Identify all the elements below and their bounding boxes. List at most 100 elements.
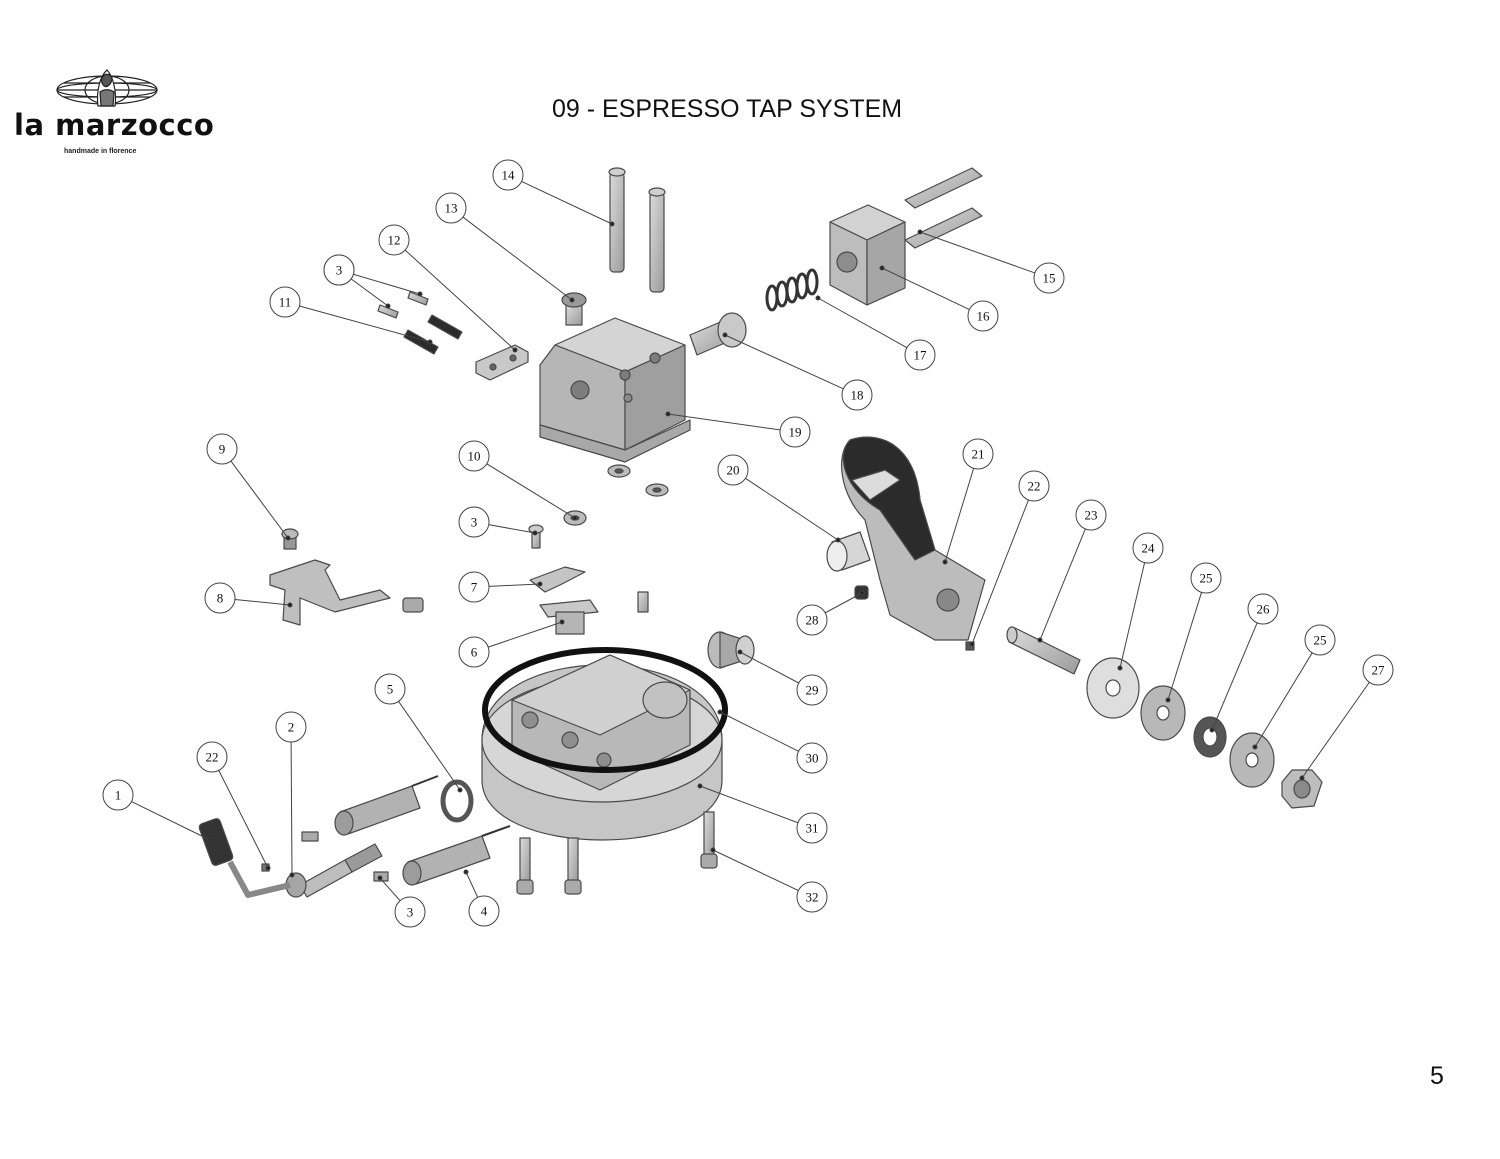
callout-leader-1 [131, 801, 211, 841]
callout-leader-6 [488, 621, 563, 648]
callout-dot-24 [1117, 665, 1123, 671]
callout-leader-21 [944, 468, 975, 563]
callout-leader-14 [521, 180, 613, 225]
callout-dot-21 [942, 559, 948, 565]
callout-dot-23 [1037, 637, 1043, 643]
callout-group: 1234567891011121314151617181920212222232… [102, 159, 1394, 928]
callout-dot-2 [289, 872, 295, 878]
callout-dot-15 [917, 229, 923, 235]
callout-label-3: 3 [407, 905, 414, 920]
part-22-pin [965, 641, 975, 651]
part-14-screws [608, 167, 666, 293]
callout-label-27: 27 [1372, 663, 1386, 678]
callout-leader-3 [353, 273, 421, 295]
part-6-switch [539, 591, 649, 635]
callout-circle-29 [796, 674, 828, 706]
callout-label-4: 4 [481, 904, 488, 919]
callout-dot-13 [569, 297, 575, 303]
globe-lion-emblem-icon [56, 69, 158, 107]
callout-leader-3 [350, 278, 389, 307]
page-title: 09 - ESPRESSO TAP SYSTEM [552, 95, 903, 123]
callout-label-13: 13 [445, 201, 458, 216]
callout-dot-3 [385, 303, 391, 309]
callout-leader-28 [824, 592, 863, 614]
callout-label-10: 10 [468, 449, 481, 464]
callout-circle-27 [1362, 654, 1394, 686]
callout-circle-10 [458, 440, 490, 472]
callout-label-11: 11 [279, 295, 292, 310]
callout-leader-31 [699, 785, 799, 824]
callout-label-3: 3 [336, 263, 343, 278]
callout-label-31: 31 [806, 821, 819, 836]
callout-dot-10 [572, 515, 578, 521]
callout-leader-18 [724, 334, 844, 390]
callout-circle-30 [796, 742, 828, 774]
callout-leader-19 [667, 413, 781, 431]
callout-dot-32 [710, 847, 716, 853]
part-32-screws [516, 811, 718, 895]
callout-label-26: 26 [1257, 602, 1271, 617]
callout-circle-9 [206, 433, 238, 465]
callout-leader-23 [1039, 528, 1086, 641]
callout-circle-21 [962, 438, 994, 470]
callout-label-7: 7 [471, 580, 478, 595]
callout-dot-27 [1299, 775, 1305, 781]
callout-circle-26 [1247, 593, 1279, 625]
callout-circle-23 [1075, 499, 1107, 531]
callout-leader-22 [971, 499, 1029, 645]
part-12-bracket [475, 344, 529, 381]
part-1-connector [198, 818, 291, 898]
callout-dot-25 [1165, 697, 1171, 703]
callout-leader-3 [379, 877, 401, 902]
callout-circle-20 [717, 454, 749, 486]
callout-leader-12 [404, 249, 516, 351]
callout-dot-4 [463, 869, 469, 875]
callout-dot-31 [697, 783, 703, 789]
callout-circle-22 [196, 741, 228, 773]
callout-circle-14 [492, 159, 524, 191]
callout-leader-2 [290, 741, 293, 876]
part-26-washer [1193, 716, 1227, 758]
callout-circle-18 [841, 379, 873, 411]
part-27-nut [1281, 769, 1323, 809]
callout-circle-4 [468, 895, 500, 927]
callout-circle-28 [796, 604, 828, 636]
callout-leader-17 [817, 297, 908, 349]
callout-leader-30 [719, 711, 799, 752]
callout-label-2: 2 [288, 720, 295, 735]
callout-circle-15 [1033, 262, 1065, 294]
callout-dot-7 [537, 581, 543, 587]
callout-dot-8 [287, 602, 293, 608]
callout-circle-2 [275, 711, 307, 743]
part-23-shaft [1006, 626, 1081, 675]
callout-label-19: 19 [789, 425, 802, 440]
callout-leader-5 [398, 701, 461, 791]
callout-dot-3 [532, 530, 538, 536]
part-16-block [829, 204, 906, 306]
callout-label-28: 28 [806, 613, 819, 628]
callout-label-22: 22 [1028, 479, 1041, 494]
callout-circle-25 [1304, 624, 1336, 656]
part-3-screw-middle [528, 524, 544, 549]
part-8-lever [269, 559, 424, 626]
callout-dot-14 [609, 221, 615, 227]
callout-label-25: 25 [1200, 571, 1213, 586]
callout-dot-5 [457, 787, 463, 793]
part-25-washer [1140, 685, 1186, 741]
callout-dot-19 [665, 411, 671, 417]
callout-leader-11 [299, 305, 431, 343]
callout-label-24: 24 [1142, 541, 1156, 556]
callout-label-12: 12 [388, 233, 401, 248]
callout-label-9: 9 [219, 442, 226, 457]
part-11-setscrews [403, 314, 463, 355]
callout-dot-22 [265, 865, 271, 871]
callout-dot-11 [427, 339, 433, 345]
callout-circle-13 [435, 192, 467, 224]
callout-label-16: 16 [977, 309, 991, 324]
part-4-cylinders [334, 775, 511, 886]
part-30-oring [482, 647, 728, 773]
part-19-body [539, 317, 691, 463]
callout-leader-24 [1119, 562, 1146, 669]
page-number: 5 [1430, 1062, 1444, 1090]
